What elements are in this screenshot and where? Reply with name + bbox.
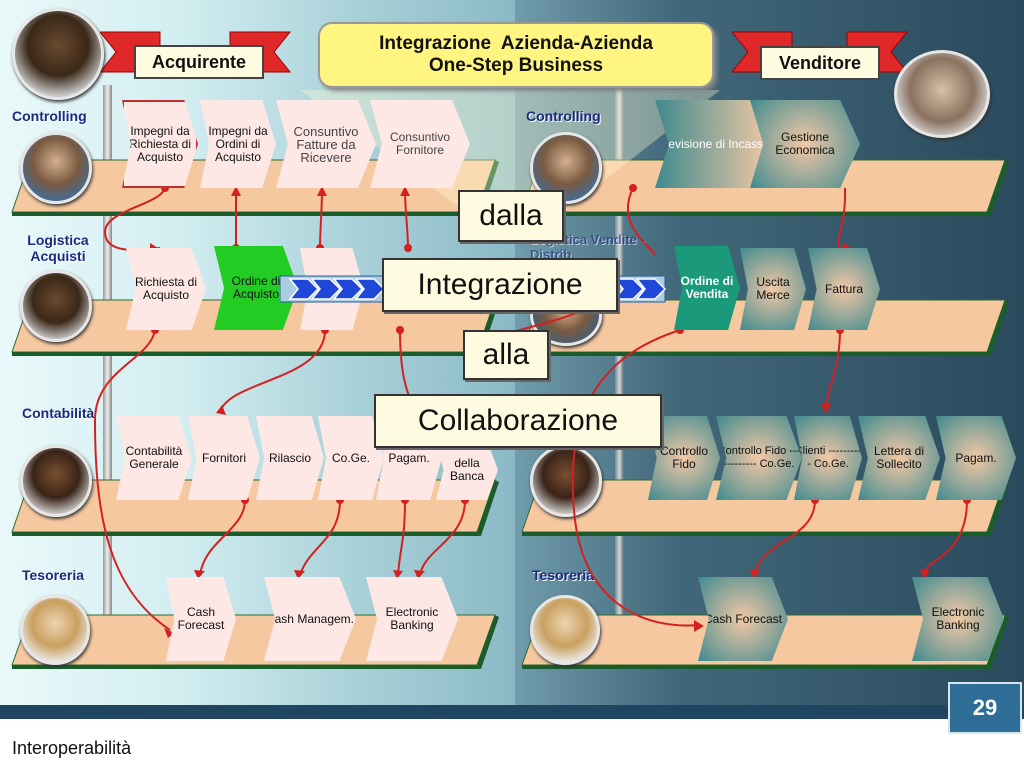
acquirente-label: Acquirente <box>134 45 264 79</box>
process-richiesta-acquisto[interactable]: Richiesta di Acquisto <box>126 248 206 330</box>
process-rilascio[interactable]: Rilascio <box>256 416 324 500</box>
footer-text: Interoperabilità <box>12 738 132 758</box>
process-ordine-acquisto[interactable]: Ordine di Acquisto <box>214 246 298 330</box>
process-fattura[interactable]: Fattura <box>808 248 880 330</box>
person-photo-icon <box>894 50 990 138</box>
process-electronic-banking-right[interactable]: Electronic Banking <box>912 577 1004 661</box>
person-photo-icon <box>20 132 92 204</box>
process-fornitori[interactable]: Fornitori <box>188 416 260 500</box>
row-label-left-tesoreria: Tesoreria <box>22 567 84 583</box>
process-impegni-richiesta[interactable]: Impegni da Richiesta di Acquisto <box>122 100 198 188</box>
row-label-left-controlling: Controlling <box>12 108 87 124</box>
pole-left <box>103 85 112 665</box>
process-banca[interactable]: della Banca <box>436 440 498 500</box>
process-consuntivo-fatture[interactable]: Consuntivo Fatture da Ricevere <box>276 100 376 188</box>
process-electronic-banking-left[interactable]: Electronic Banking <box>366 577 458 661</box>
row-label-left-logistica: Logistica Acquisti <box>27 232 89 264</box>
overlay-alla: alla <box>463 330 549 380</box>
process-pagam-right[interactable]: Pagam. <box>936 416 1016 500</box>
process-gestione-economica[interactable]: Gestione Economica <box>750 100 860 188</box>
overlay-integrazione: Integrazione <box>382 258 618 312</box>
process-controllo-fido-coge[interactable]: Controllo Fido ------------ Co.Ge. <box>716 416 802 500</box>
page-number: 29 <box>948 682 1022 734</box>
process-previsione-incasso[interactable]: Previsione di Incasso <box>655 100 771 188</box>
person-photo-icon <box>12 8 104 100</box>
bottom-bar <box>0 705 1024 719</box>
process-cash-forecast-left[interactable]: Cash Forecast <box>166 577 236 661</box>
row-label-right-tesoreria: Tesoreria <box>532 567 594 583</box>
overlay-dalla: dalla <box>458 190 564 242</box>
process-coge-left[interactable]: Co.Ge. <box>318 416 384 500</box>
venditore-label: Venditore <box>760 46 880 80</box>
person-photo-icon <box>20 445 92 517</box>
process-contabilita-generale[interactable]: Contabilità Generale <box>116 416 192 500</box>
process-consuntivo-fornitore[interactable]: Consuntivo Fornitore <box>370 100 470 188</box>
title-box: Integrazione Azienda-Azienda One-Step Bu… <box>318 22 714 88</box>
process-ordine-vendita[interactable]: Ordine di Vendita <box>674 246 740 330</box>
process-impegni-ordini[interactable]: Impegni da Ordini di Acquisto <box>200 100 276 188</box>
person-photo-icon <box>20 595 90 665</box>
person-photo-icon <box>20 270 92 342</box>
overlay-collaborazione: Collaborazione <box>374 394 662 448</box>
process-cash-managem[interactable]: Cash Managem. <box>264 577 356 661</box>
process-lettera-sollecito[interactable]: Lettera di Sollecito <box>858 416 940 500</box>
process-cash-forecast-right[interactable]: Cash Forecast <box>698 577 788 661</box>
title-line2: One-Step Business <box>428 55 604 76</box>
person-photo-icon <box>530 595 600 665</box>
title-line1: Integrazione Azienda-Azienda <box>379 33 653 54</box>
pole-right <box>615 85 624 665</box>
process-clienti-coge[interactable]: Clienti ---------- Co.Ge. <box>794 416 862 500</box>
row-label-right-controlling: Controlling <box>526 108 601 124</box>
process-uscita-merce[interactable]: Uscita Merce <box>740 248 806 330</box>
row-label-left-contabilita: Contabilità <box>22 405 95 421</box>
